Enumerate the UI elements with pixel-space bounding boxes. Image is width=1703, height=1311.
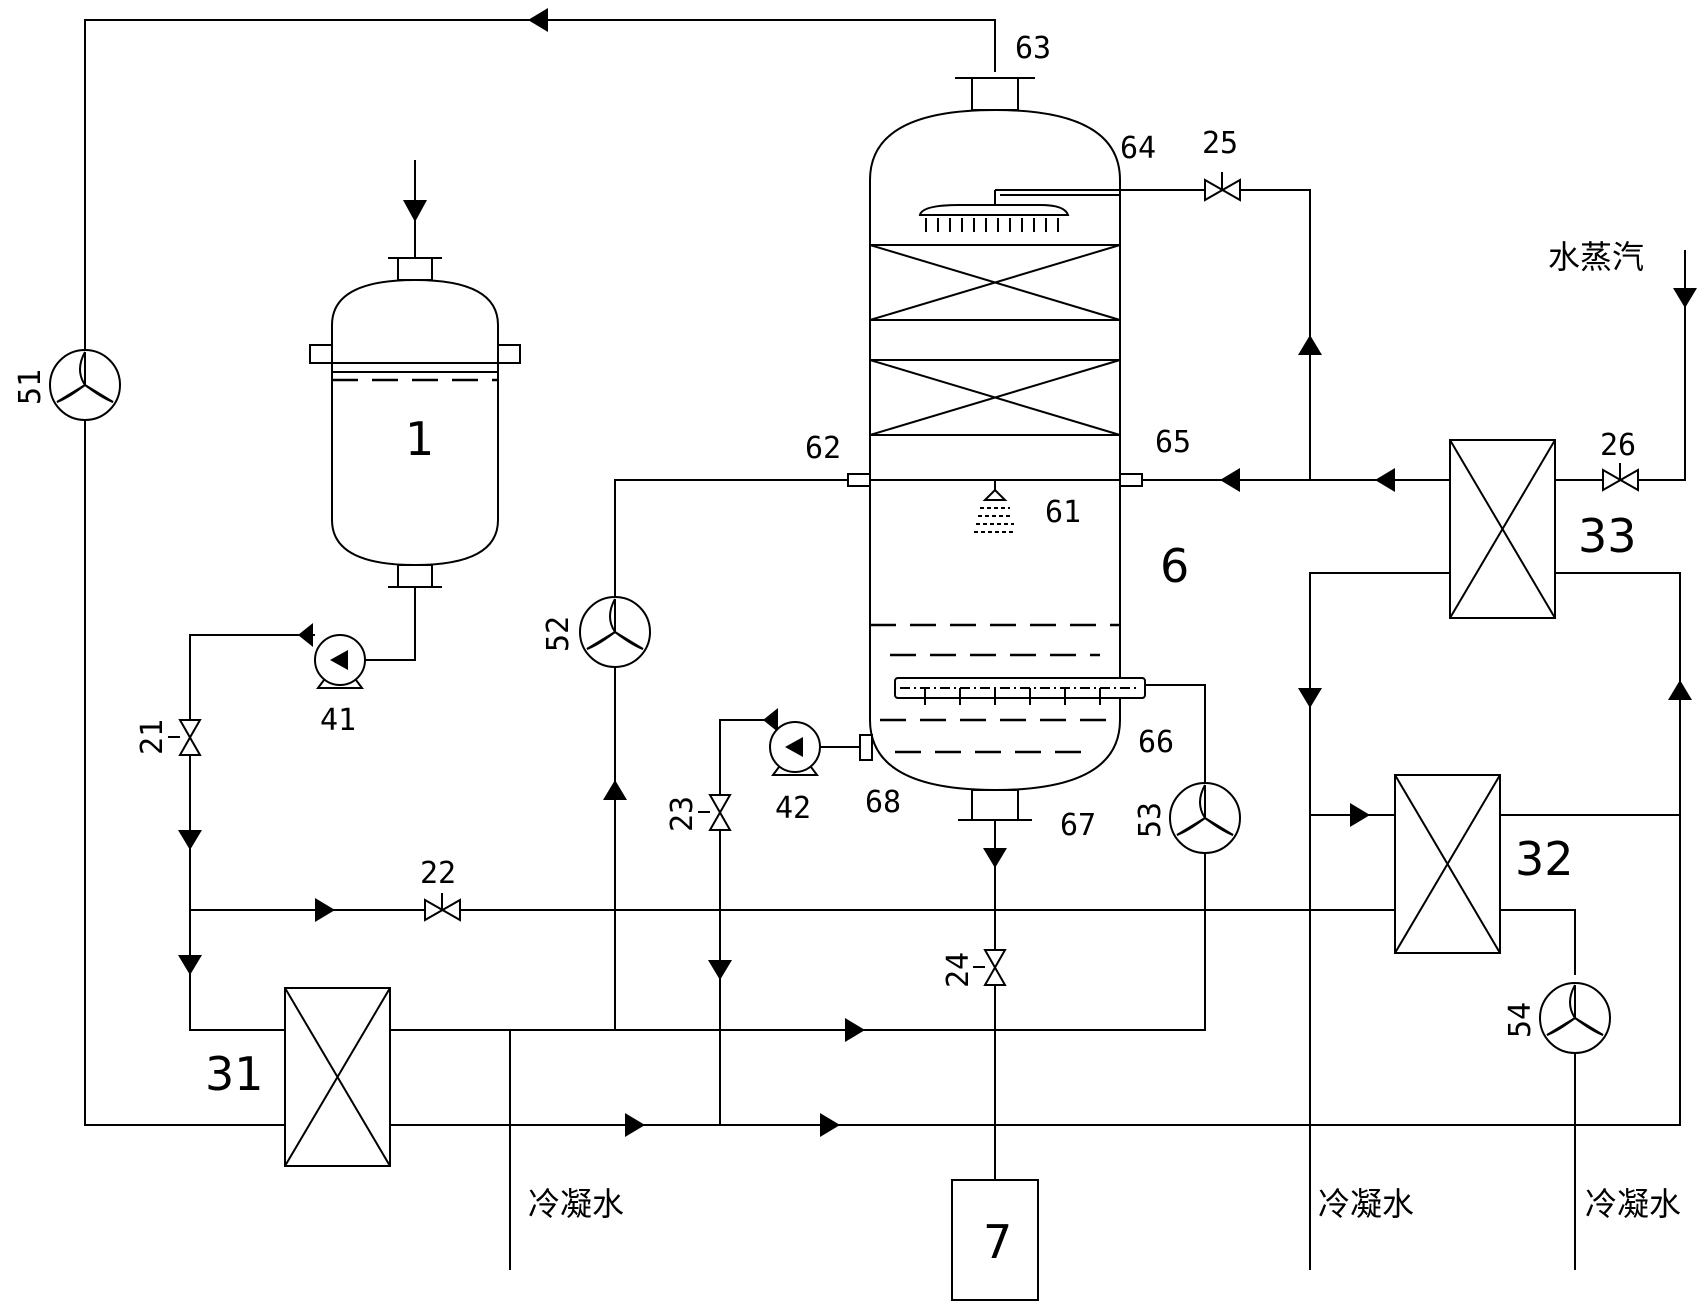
fan-54: 54: [1503, 982, 1611, 1054]
valve25-label: 25: [1202, 126, 1238, 161]
fan-53: 53: [1133, 782, 1241, 854]
port62-label: 62: [805, 431, 841, 466]
tank1-label: 1: [405, 412, 434, 466]
pump-41: 41: [314, 634, 366, 738]
arrow-down-21a: [178, 830, 202, 850]
pipe-pump41-out: [189, 634, 315, 1031]
arrow-down-33left: [1298, 688, 1322, 708]
tank7-label: 7: [983, 1215, 1012, 1269]
cooling-water-label-2: 冷凝水: [1318, 1185, 1414, 1223]
steam-label: 水蒸汽: [1548, 238, 1644, 276]
valve22-label: 22: [420, 856, 456, 891]
arrow-down-steam: [1673, 288, 1697, 308]
arrow-up-33right: [1668, 680, 1692, 700]
valve21-label: 21: [135, 719, 170, 755]
pipe-hx31-top: [390, 850, 1206, 1031]
valve24-label: 24: [941, 952, 976, 988]
tank1-top-flange: [397, 257, 433, 281]
pipe-top-return: [84, 19, 996, 1126]
valve26-label: 26: [1600, 428, 1636, 463]
flow-arrows: [178, 8, 1697, 1137]
pipe-port66: [1130, 684, 1206, 790]
valve-24: 24: [941, 949, 1007, 988]
valve-21: 21: [135, 719, 202, 756]
heat-exchanger-33: 33: [1449, 439, 1637, 619]
column-label: 6: [1160, 539, 1189, 593]
hx33-label: 33: [1578, 509, 1637, 563]
pump42-label: 42: [775, 791, 811, 826]
hx32-label: 32: [1515, 832, 1574, 886]
pipe-hx33-right: [1555, 572, 1681, 815]
tank1-lug-right: [497, 344, 521, 364]
tank-7: 7: [951, 1179, 1039, 1301]
port-62: [847, 473, 871, 487]
spray-holes: [925, 218, 1059, 232]
heat-exchanger-31: 31: [205, 987, 391, 1167]
arrow-left-65a: [1220, 468, 1240, 492]
arrow-down-67: [983, 848, 1007, 868]
fan54-label: 54: [1503, 1002, 1538, 1038]
valve-25: 25: [1202, 126, 1241, 202]
port-68: [859, 734, 873, 761]
pipe-steam: [1555, 250, 1686, 481]
pipe-hx33-left: [1309, 572, 1450, 1270]
cooling-water-label-1: 冷凝水: [528, 1185, 624, 1223]
pipe-fan52: [614, 479, 850, 1030]
pipe-hx32-bottom: [1500, 909, 1576, 975]
valve23-label: 23: [665, 796, 700, 832]
valve-26: 26: [1600, 428, 1639, 492]
port-67: [971, 789, 1019, 821]
arrow-right-22: [315, 898, 335, 922]
nozzle61-label: 61: [1045, 495, 1081, 530]
packing-bed-lower: [869, 359, 1121, 436]
arrow-right-31bot-a: [625, 1113, 645, 1137]
port63-label: 63: [1015, 31, 1051, 66]
arrow-right-31top: [845, 1018, 865, 1042]
pipe-valve25: [1120, 189, 1311, 480]
arrow-right-32in: [1350, 803, 1370, 827]
tank1-lug-left: [309, 344, 333, 364]
arrow-up-25: [1298, 335, 1322, 355]
port66-label: 66: [1138, 725, 1174, 760]
arrow-left-41: [298, 623, 313, 647]
column-spray-head: [918, 204, 1070, 216]
arrow-left-top: [528, 8, 548, 32]
arrow-up-52: [603, 780, 627, 800]
pump41-label: 41: [320, 703, 356, 738]
fan-51: 51: [13, 349, 121, 421]
pipe-tank1-out: [365, 580, 416, 661]
coil-ticks: [924, 688, 1101, 705]
fan-52: 52: [541, 596, 651, 668]
arrow-down-23: [708, 960, 732, 980]
fan52-label: 52: [541, 616, 576, 652]
packing-bed-upper: [869, 244, 1121, 321]
column-6: 6: [847, 77, 1189, 821]
tank-1: 1: [309, 257, 521, 588]
tank1-body: [331, 278, 499, 567]
cooling-water-label-3: 冷凝水: [1585, 1185, 1681, 1223]
valve-22: 22: [420, 856, 461, 922]
hx31-label: 31: [205, 1047, 264, 1101]
valve-23: 23: [665, 794, 732, 832]
spray-nozzle-61: [974, 480, 1016, 533]
port-65: [1119, 473, 1143, 487]
fan53-label: 53: [1133, 802, 1168, 838]
column-top-nozzle: [971, 77, 1019, 111]
arrow-left-42: [763, 708, 778, 732]
column-shell: [869, 108, 1121, 792]
pipe-valve23: [719, 719, 770, 1125]
port67-label: 67: [1060, 808, 1096, 843]
arrow-down-21b: [178, 955, 202, 975]
arrow-left-65b: [1375, 468, 1395, 492]
port68-label: 68: [865, 785, 901, 820]
tank1-bottom-flange: [397, 564, 433, 588]
port65-label: 65: [1155, 425, 1191, 460]
pump-42: 42: [769, 721, 821, 826]
fan51-label: 51: [13, 369, 48, 405]
arrow-right-31bot-b: [820, 1113, 840, 1137]
arrow-down-feed: [403, 200, 427, 222]
port64-label: 64: [1120, 131, 1156, 166]
heat-exchanger-32: 32: [1394, 774, 1574, 954]
